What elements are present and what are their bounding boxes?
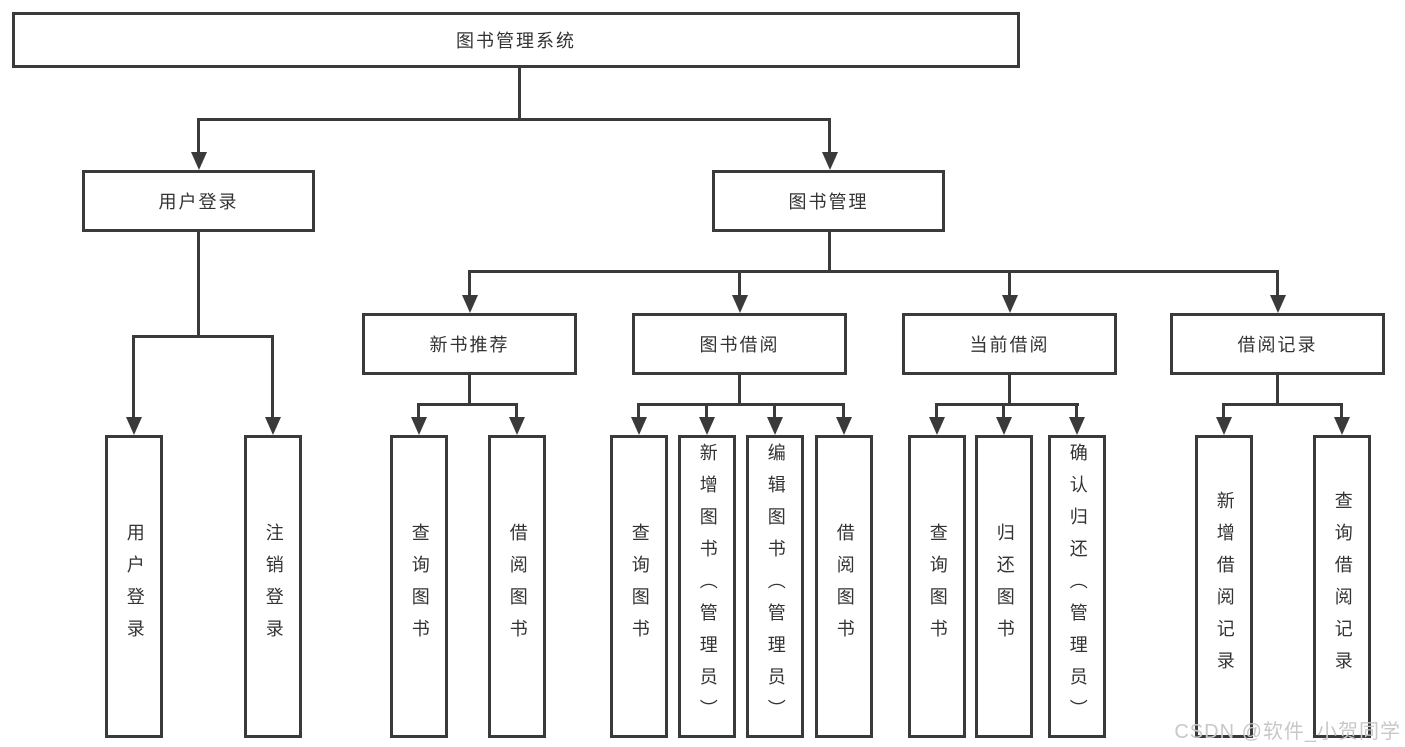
node-label: 图书管理 xyxy=(788,192,869,212)
connector-split xyxy=(935,403,1079,406)
connector-level3-hline xyxy=(468,270,1279,273)
connector-branch-down xyxy=(738,373,741,406)
connector-leaf-stem xyxy=(1340,403,1343,421)
arrow-down-icon xyxy=(411,417,427,435)
node-label: 新增借阅记录 xyxy=(1214,490,1235,683)
node-label: 归还图书 xyxy=(994,522,1015,651)
connector-user-login-down xyxy=(197,230,200,338)
arrow-down-icon xyxy=(191,152,207,170)
arrow-down-icon xyxy=(1334,417,1350,435)
connector-branch-down xyxy=(1276,373,1279,406)
connector-level3-stem xyxy=(468,270,471,299)
connector-leaf-stem xyxy=(935,403,938,421)
arrow-down-icon xyxy=(509,417,525,435)
node-new-book-recommendation: 新书推荐 xyxy=(362,313,577,375)
connector-branch-down xyxy=(1008,373,1011,406)
leaf-add-borrow-record: 新增借阅记录 xyxy=(1195,435,1253,738)
node-label: 借阅图书 xyxy=(507,522,528,651)
node-current-borrowing: 当前借阅 xyxy=(902,313,1117,375)
node-label: 确认归还（管理员） xyxy=(1067,442,1088,731)
connector-leaf-stem xyxy=(271,335,274,421)
leaf-query-books-borrowing: 查询图书 xyxy=(610,435,668,738)
arrow-down-icon xyxy=(126,417,142,435)
connector-leaf-stem xyxy=(1002,403,1005,421)
node-label: 查询图书 xyxy=(409,522,430,651)
node-user-login: 用户登录 xyxy=(82,170,315,232)
arrow-down-icon xyxy=(1002,295,1018,313)
connector-level3-stem xyxy=(1008,270,1011,299)
arrow-down-icon xyxy=(462,295,478,313)
node-label: 注销登录 xyxy=(263,522,284,651)
connector-user-login-split xyxy=(132,335,274,338)
leaf-confirm-return-admin: 确认归还（管理员） xyxy=(1048,435,1106,738)
node-label: 新书推荐 xyxy=(429,335,510,355)
node-borrowing-records: 借阅记录 xyxy=(1170,313,1385,375)
arrow-down-icon xyxy=(929,417,945,435)
arrow-down-icon xyxy=(767,417,783,435)
leaf-add-books-admin: 新增图书（管理员） xyxy=(678,435,736,738)
leaf-user-login: 用户登录 xyxy=(105,435,163,738)
node-book-management: 图书管理 xyxy=(712,170,945,232)
connector-leaf-stem xyxy=(1222,403,1225,421)
node-label: 借阅记录 xyxy=(1237,335,1318,355)
connector-user-login-stem xyxy=(197,118,200,156)
node-label: 查询图书 xyxy=(629,522,650,651)
node-label: 借阅图书 xyxy=(834,522,855,651)
node-label: 编辑图书（管理员） xyxy=(765,442,786,731)
connector-level2-hline xyxy=(197,118,831,121)
connector-leaf-stem xyxy=(842,403,845,421)
connector-leaf-stem xyxy=(417,403,420,421)
connector-leaf-stem xyxy=(1075,403,1078,421)
connector-leaf-stem xyxy=(515,403,518,421)
leaf-query-books-current: 查询图书 xyxy=(908,435,966,738)
leaf-edit-books-admin: 编辑图书（管理员） xyxy=(746,435,804,738)
arrow-down-icon xyxy=(836,417,852,435)
arrow-down-icon xyxy=(1216,417,1232,435)
node-label: 图书管理系统 xyxy=(456,31,576,51)
leaf-borrow-books-recommend: 借阅图书 xyxy=(488,435,546,738)
node-label: 用户登录 xyxy=(124,522,145,651)
connector-level3-stem xyxy=(1276,270,1279,299)
node-label: 当前借阅 xyxy=(969,335,1050,355)
connector-leaf-stem xyxy=(132,335,135,421)
node-label: 查询借阅记录 xyxy=(1332,490,1353,683)
arrow-down-icon xyxy=(822,152,838,170)
connector-level3-stem xyxy=(738,270,741,299)
leaf-query-borrow-record: 查询借阅记录 xyxy=(1313,435,1371,738)
connector-split xyxy=(1222,403,1343,406)
arrow-down-icon xyxy=(1270,295,1286,313)
leaf-borrow-books: 借阅图书 xyxy=(815,435,873,738)
leaf-return-books: 归还图书 xyxy=(975,435,1033,738)
node-label: 新增图书（管理员） xyxy=(697,442,718,731)
leaf-query-books-recommend: 查询图书 xyxy=(390,435,448,738)
connector-book-mgmt-stem xyxy=(828,118,831,156)
arrow-down-icon xyxy=(996,417,1012,435)
connector-split xyxy=(637,403,845,406)
connector-leaf-stem xyxy=(705,403,708,421)
node-label: 查询图书 xyxy=(927,522,948,651)
connector-branch-down xyxy=(468,373,471,406)
arrow-down-icon xyxy=(732,295,748,313)
node-book-borrowing: 图书借阅 xyxy=(632,313,847,375)
watermark: CSDN @软件_小贺同学 xyxy=(1174,721,1401,743)
arrow-down-icon xyxy=(1069,417,1085,435)
arrow-down-icon xyxy=(265,417,281,435)
connector-leaf-stem xyxy=(773,403,776,421)
arrow-down-icon xyxy=(631,417,647,435)
connector-book-mgmt-down xyxy=(828,230,831,273)
connector-leaf-stem xyxy=(637,403,640,421)
node-root: 图书管理系统 xyxy=(12,12,1020,68)
connector-split xyxy=(417,403,518,406)
leaf-logout-login: 注销登录 xyxy=(244,435,302,738)
arrow-down-icon xyxy=(699,417,715,435)
connector-root-stem xyxy=(518,68,521,121)
node-label: 图书借阅 xyxy=(699,335,780,355)
node-label: 用户登录 xyxy=(158,192,239,212)
